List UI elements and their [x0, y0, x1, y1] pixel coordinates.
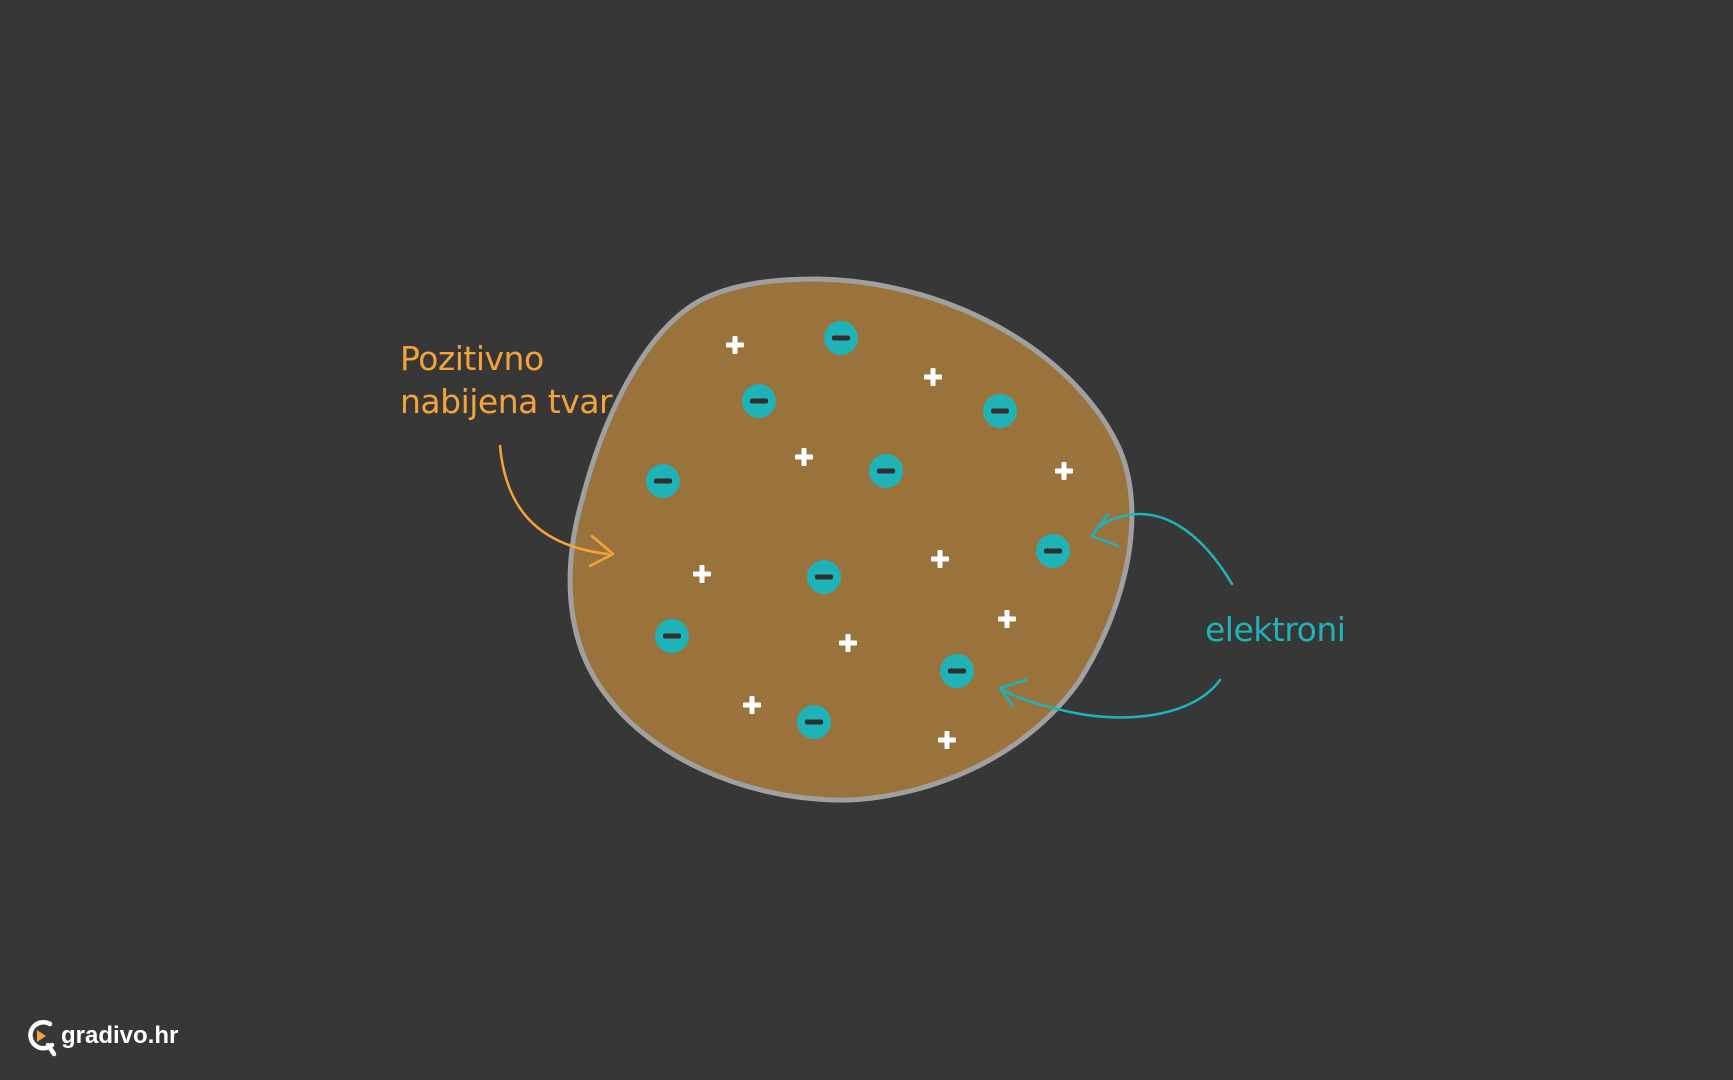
electron-minus-icon	[983, 394, 1017, 428]
electron-arrow-lower	[998, 678, 1222, 719]
electron-minus-icon	[940, 654, 974, 688]
electron-minus-icon	[1036, 534, 1070, 568]
plus-icon	[998, 610, 1016, 628]
electron-minus-icon	[797, 705, 831, 739]
electron-minus-icon	[869, 454, 903, 488]
electron-minus-icon	[655, 619, 689, 653]
plus-icon	[795, 448, 813, 466]
electron-minus-icon	[824, 321, 858, 355]
label-electrons: elektroni	[1205, 610, 1345, 649]
electron-arrow-upper	[1090, 512, 1234, 586]
plus-icon	[743, 696, 761, 714]
electron-minus-icon	[742, 384, 776, 418]
plus-icon	[839, 634, 857, 652]
positive-charges	[693, 336, 1073, 749]
label-positive-line1: Pozitivno	[400, 339, 544, 378]
brand-name: gradivo.hr	[61, 1022, 178, 1049]
positive-arrow	[498, 444, 615, 568]
plus-icon	[938, 731, 956, 749]
label-positive-line2: nabijena tvar	[400, 382, 613, 421]
plus-icon	[726, 336, 744, 354]
electron-minus-icon	[646, 464, 680, 498]
plus-icon	[693, 565, 711, 583]
plus-icon	[931, 550, 949, 568]
electron-minus-icon	[807, 560, 841, 594]
plus-icon	[1055, 462, 1073, 480]
gradivo-logo-icon	[28, 1020, 57, 1057]
electrons	[646, 321, 1070, 739]
plus-icon	[924, 368, 942, 386]
